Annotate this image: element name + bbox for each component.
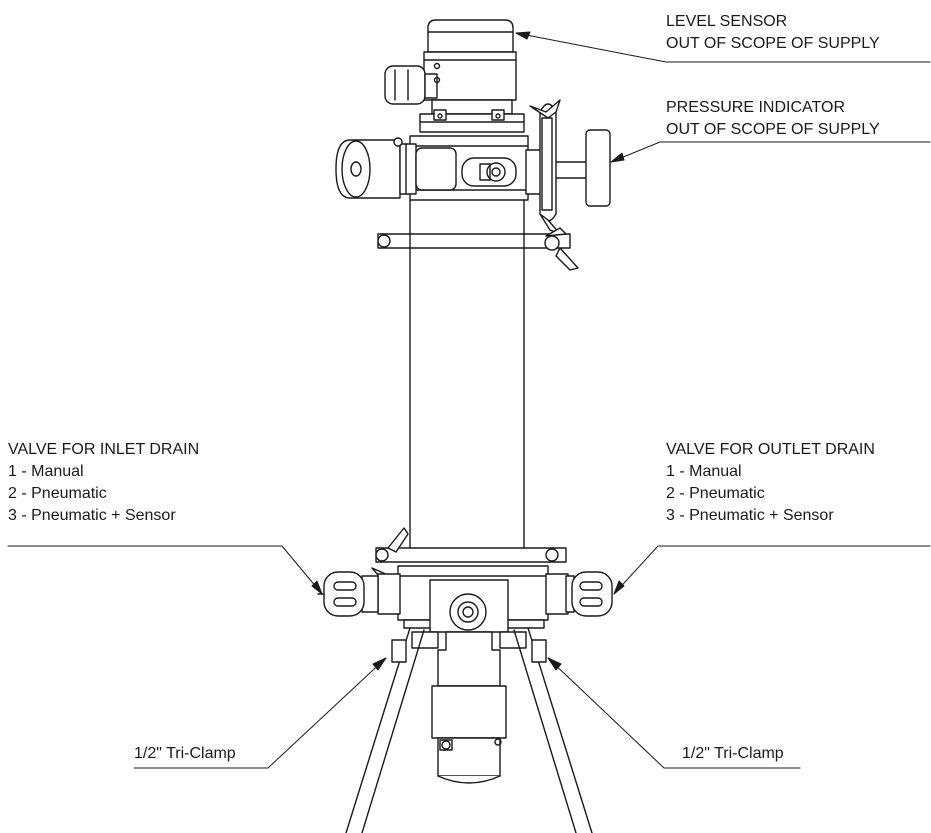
pressure-indicator-title: PRESSURE INDICATOR	[666, 99, 845, 116]
outlet-drain-valve	[545, 571, 613, 617]
pressure-indicator-scope-note: OUT OF SCOPE OF SUPPLY	[666, 121, 880, 138]
pressure-indicator-leader	[610, 141, 931, 163]
upper-band-clamp	[377, 227, 579, 271]
pressure-indicator-arrow	[610, 152, 625, 163]
inlet-drain-title: VALVE FOR INLET DRAIN	[8, 441, 200, 458]
inlet-drain-arrow	[311, 580, 323, 595]
leader-lines	[7, 31, 931, 769]
tri-clamp-left-leader	[133, 657, 387, 769]
level-sensor-scope-note: OUT OF SCOPE OF SUPPLY	[666, 35, 880, 52]
outlet-drain-option: 2 - Pneumatic	[666, 485, 765, 502]
pressure-indicator	[525, 99, 611, 235]
tri-clamp-right-label: 1/2" Tri-Clamp	[682, 745, 784, 762]
outlet-drain-callout: VALVE FOR OUTLET DRAIN 1 - Manual 2 - Pn…	[666, 439, 875, 527]
lower-band-clamp	[371, 527, 567, 583]
inlet-drain-option: 3 - Pneumatic + Sensor	[8, 507, 176, 524]
outlet-drain-arrow	[613, 580, 625, 595]
level-sensor-leader	[515, 32, 931, 63]
tri-clamp-left-label: 1/2" Tri-Clamp	[134, 745, 236, 762]
main-cylinder	[409, 199, 525, 549]
inlet-drain-option: 1 - Manual	[8, 463, 84, 480]
tri-clamp-right-arrow	[547, 657, 562, 671]
housing-head	[335, 135, 529, 201]
outlet-drain-title: VALVE FOR OUTLET DRAIN	[666, 441, 875, 458]
outlet-drain-leader	[613, 545, 931, 595]
level-sensor-arrow	[515, 31, 531, 40]
tri-clamp-right-leader	[547, 657, 801, 769]
outlet-drain-option: 3 - Pneumatic + Sensor	[666, 507, 834, 524]
level-sensor-title: LEVEL SENSOR	[666, 13, 788, 30]
level-sensor-callout: LEVEL SENSOR OUT OF SCOPE OF SUPPLY	[666, 11, 880, 55]
base-block	[397, 565, 549, 649]
pressure-indicator-callout: PRESSURE INDICATOR OUT OF SCOPE OF SUPPL…	[666, 97, 880, 141]
level-sensor-head	[384, 19, 517, 115]
bottom-outlet	[431, 631, 507, 784]
inlet-drain-callout: VALVE FOR INLET DRAIN 1 - Manual 2 - Pne…	[8, 439, 199, 527]
tripod-legs	[345, 627, 593, 833]
inlet-drain-leader	[7, 545, 323, 595]
inlet-drain-option: 2 - Pneumatic	[8, 485, 107, 502]
tri-clamp-left-arrow	[372, 657, 387, 671]
outlet-drain-option: 1 - Manual	[666, 463, 742, 480]
inlet-drain-valve	[317, 571, 401, 617]
top-clamp	[419, 109, 525, 133]
